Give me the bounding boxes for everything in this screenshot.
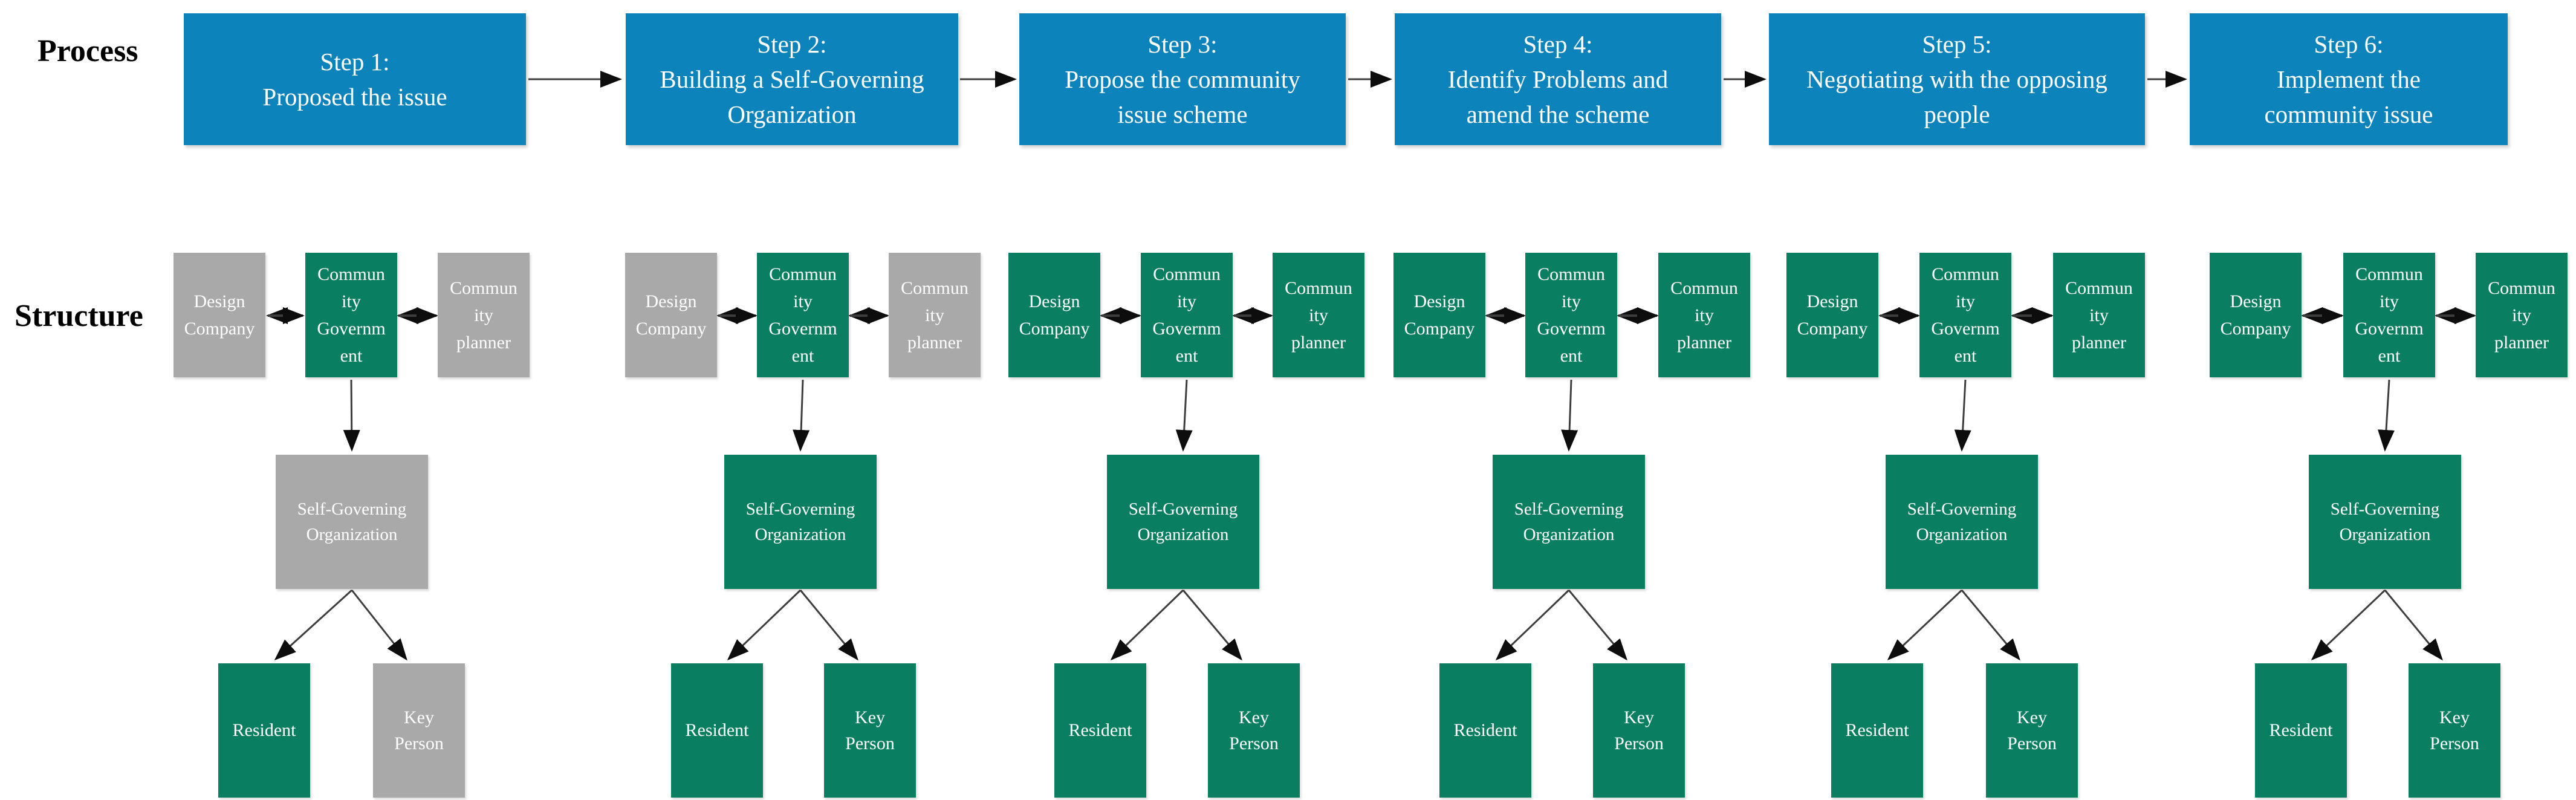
group-4-community-government-box: Commun ity Governm ent xyxy=(1525,253,1617,377)
group-3-community-government-box: Commun ity Governm ent xyxy=(1141,253,1233,377)
group-5-resident-box: Resident xyxy=(1831,663,1923,798)
group-6-community-planner-box: Commun ity planner xyxy=(2476,253,2568,377)
group-6-community-government-box: Commun ity Governm ent xyxy=(2343,253,2435,377)
group-1-design-company-box: Design Company xyxy=(174,253,265,377)
group-3-design-company-box: Design Company xyxy=(1008,253,1100,377)
step-1-box: Step 1: Proposed the issue xyxy=(184,13,526,145)
group-5-design-company-box: Design Company xyxy=(1786,253,1878,377)
group-5-key-person-box: Key Person xyxy=(1986,663,2078,798)
group-4-key-person-box: Key Person xyxy=(1593,663,1685,798)
group-3-key-person-box: Key Person xyxy=(1208,663,1300,798)
group-3-self-governing-organization-box: Self-Governing Organization xyxy=(1107,455,1259,589)
group-4-resident-box: Resident xyxy=(1439,663,1531,798)
group-5-community-government-box: Commun ity Governm ent xyxy=(1919,253,2011,377)
group-4-self-governing-organization-box: Self-Governing Organization xyxy=(1493,455,1645,589)
group-1-community-government-box: Commun ity Governm ent xyxy=(305,253,397,377)
group-6-self-governing-organization-box: Self-Governing Organization xyxy=(2309,455,2461,589)
group-1-resident-box: Resident xyxy=(218,663,310,798)
group-4-community-planner-box: Commun ity planner xyxy=(1658,253,1750,377)
group-1-community-planner-box: Commun ity planner xyxy=(438,253,530,377)
step-2-box: Step 2: Building a Self-Governing Organi… xyxy=(626,13,958,145)
group-1-self-governing-organization-box: Self-Governing Organization xyxy=(276,455,428,589)
group-2-community-government-box: Commun ity Governm ent xyxy=(757,253,849,377)
group-6-resident-box: Resident xyxy=(2255,663,2347,798)
step-6-box: Step 6: Implement the community issue xyxy=(2190,13,2508,145)
group-6-key-person-box: Key Person xyxy=(2409,663,2500,798)
group-2-resident-box: Resident xyxy=(671,663,763,798)
group-2-key-person-box: Key Person xyxy=(824,663,916,798)
group-3-community-planner-box: Commun ity planner xyxy=(1273,253,1364,377)
sgo-to-bottom-arrows xyxy=(274,589,2443,661)
group-1-key-person-box: Key Person xyxy=(373,663,465,798)
group-3-resident-box: Resident xyxy=(1054,663,1146,798)
group-4-design-company-box: Design Company xyxy=(1393,253,1485,377)
group-2-design-company-box: Design Company xyxy=(625,253,717,377)
group-6-design-company-box: Design Company xyxy=(2210,253,2302,377)
government-to-sgo-arrows xyxy=(343,379,2395,452)
structure-row-label: Structure xyxy=(15,299,143,333)
group-5-community-planner-box: Commun ity planner xyxy=(2053,253,2145,377)
step-4-box: Step 4: Identify Problems and amend the … xyxy=(1395,13,1721,145)
process-row-label: Process xyxy=(37,34,138,68)
group-5-self-governing-organization-box: Self-Governing Organization xyxy=(1886,455,2038,589)
step-5-box: Step 5: Negotiating with the opposing pe… xyxy=(1769,13,2145,145)
step-3-box: Step 3: Propose the community issue sche… xyxy=(1019,13,1346,145)
group-2-self-governing-organization-box: Self-Governing Organization xyxy=(724,455,877,589)
group-2-community-planner-box: Commun ity planner xyxy=(889,253,981,377)
